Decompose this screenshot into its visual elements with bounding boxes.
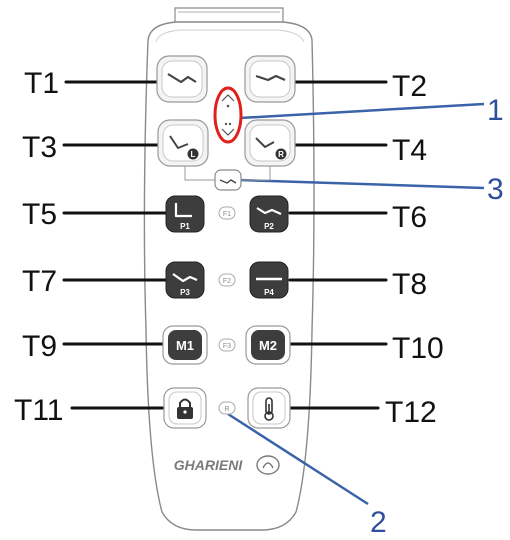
- label-p2: P2: [264, 222, 274, 231]
- brand-logo: GHARIENI: [174, 455, 280, 475]
- callout-t7: T7: [22, 265, 57, 298]
- badge-left: L: [191, 150, 196, 159]
- button-t8-p4[interactable]: P4: [249, 261, 289, 299]
- badge-right: R: [278, 150, 284, 159]
- button-t2-back-down[interactable]: [244, 55, 296, 103]
- arrow-down-icon: [221, 128, 235, 136]
- leg-raise-icon: [169, 135, 189, 149]
- label-p4: P4: [264, 288, 274, 297]
- label-m2: M2: [259, 338, 277, 353]
- bed-incline-icon: [167, 73, 197, 84]
- lock-icon: [177, 398, 193, 419]
- number-leader-lines: [227, 102, 485, 506]
- callout-1: 1: [487, 94, 504, 127]
- button-t5-p1[interactable]: P1: [165, 195, 205, 233]
- callout-t3: T3: [22, 131, 57, 164]
- button-t9-m1[interactable]: M1: [162, 325, 208, 365]
- callout-t9: T9: [22, 330, 57, 363]
- callout-t4: T4: [392, 134, 427, 167]
- callout-t12: T12: [385, 396, 437, 429]
- callout-3: 3: [487, 173, 504, 206]
- pill-f3: F3: [218, 338, 236, 352]
- button-t1-back-up[interactable]: [156, 55, 208, 103]
- svg-text:F3: F3: [223, 343, 231, 350]
- pill-f2: F2: [218, 273, 236, 287]
- bed-flat-icon: [219, 179, 237, 184]
- svg-text:GHARIENI: GHARIENI: [174, 457, 244, 473]
- callout-t1: T1: [24, 67, 59, 100]
- thermometer-icon: [264, 397, 274, 421]
- connector-lines: [184, 166, 271, 181]
- label-m1: M1: [176, 338, 194, 353]
- button-flat-position[interactable]: [214, 169, 242, 191]
- up-down-rocker[interactable]: [213, 86, 243, 144]
- label-p3: P3: [180, 288, 190, 297]
- button-t4-leg-right[interactable]: R: [244, 119, 296, 167]
- callout-t5: T5: [22, 198, 57, 231]
- label-lines: [62, 80, 388, 410]
- callout-t10: T10: [392, 332, 444, 365]
- label-p1: P1: [180, 222, 190, 231]
- button-t3-leg-left[interactable]: L: [157, 119, 209, 167]
- callout-2: 2: [370, 506, 387, 535]
- svg-text:F1: F1: [223, 211, 231, 218]
- seat-position-icon: [174, 203, 192, 218]
- svg-text:F2: F2: [223, 278, 231, 285]
- bed-incline-icon: [172, 273, 198, 283]
- leg-raise-icon: [255, 137, 275, 148]
- callout-t11: T11: [14, 394, 63, 427]
- button-t10-m2[interactable]: M2: [245, 325, 291, 365]
- callout-t6: T6: [392, 201, 427, 234]
- callout-t2: T2: [392, 70, 427, 103]
- callout-t8: T8: [392, 268, 427, 301]
- callout-labels: T1 T2 T3 T4 T5 T6 T7 T8 T9 T10 T11 T12 1…: [14, 67, 504, 539]
- button-t6-p2[interactable]: P2: [249, 195, 289, 233]
- svg-text:R: R: [224, 406, 229, 413]
- arrow-up-icon: [221, 94, 235, 102]
- pill-r: R: [218, 401, 236, 415]
- pill-f1: F1: [218, 206, 236, 220]
- button-t12-temperature[interactable]: [247, 387, 291, 429]
- button-t11-lock[interactable]: [163, 387, 207, 429]
- bed-flat-icon: [255, 74, 286, 82]
- bed-flat-icon: [256, 207, 282, 216]
- button-t7-p3[interactable]: P3: [165, 261, 205, 299]
